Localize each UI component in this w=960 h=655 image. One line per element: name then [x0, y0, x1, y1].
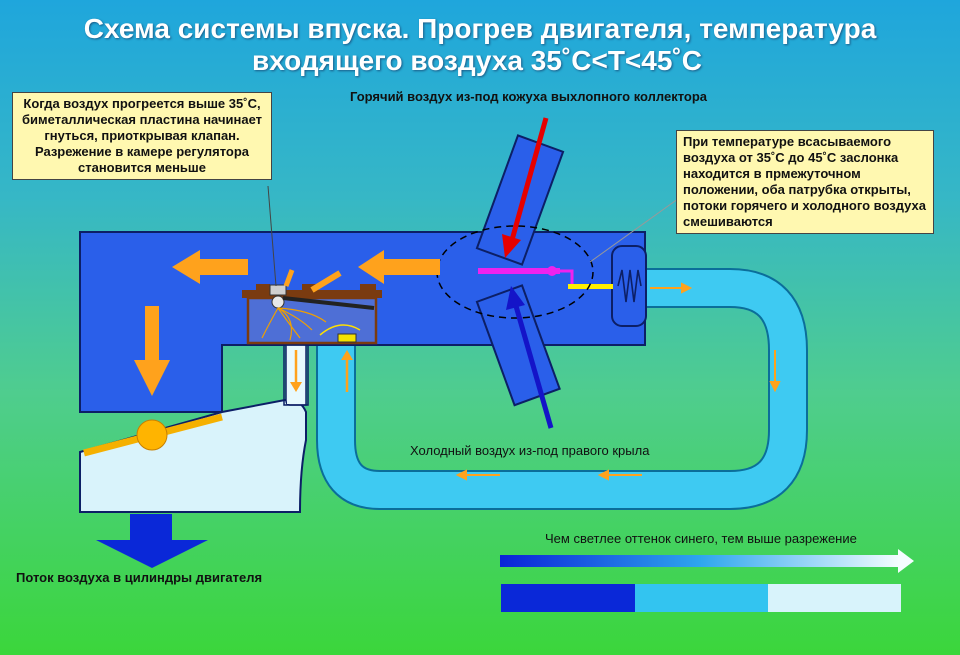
engine-flow-arrow [96, 514, 208, 568]
legend-swatch-mid [635, 584, 768, 612]
cold-air-arrow [506, 286, 554, 429]
air-damper-plate [478, 268, 560, 274]
cold-air-duct-fill [318, 270, 806, 508]
flow-arrow-vacuum-down [290, 350, 302, 392]
diagram-title-line-2: входящего воздуха 35˚С<T<45˚С [252, 45, 702, 76]
cold-air-inlet-pipe [475, 284, 561, 407]
vacuum-legend-label: Чем светлее оттенок синего, тем выше раз… [545, 531, 857, 546]
engine-flow-label: Поток воздуха в цилиндры двигателя [16, 570, 263, 585]
flow-arrows-cold-duct [455, 282, 781, 481]
hot-air-arrow [502, 117, 549, 258]
thermostat-spring-icon [617, 269, 642, 303]
damper-lever [556, 269, 574, 284]
damper-callout-line [589, 195, 683, 263]
legend-swatch-dark [501, 584, 635, 612]
flow-arrow-left-2 [358, 250, 440, 284]
diagram-title-line-1: Схема системы впуска. Прогрев двигателя,… [83, 13, 877, 44]
damper-pivot [547, 266, 557, 276]
flow-arrow-diagonal [283, 269, 342, 293]
damper-note: При температуре всасываемого воздуха от … [676, 130, 934, 234]
flow-arrow-down [134, 306, 170, 396]
vacuum-pipe-shell [283, 344, 309, 406]
flow-arrow-left-1 [172, 250, 248, 284]
cold-air-label: Холодный воздух из-под правого крыла [410, 443, 650, 458]
air-filter-lower-chamber [79, 398, 307, 513]
legend-swatch-light [768, 584, 901, 612]
vacuum-legend-swatches [501, 584, 901, 612]
vacuum-regulator [242, 284, 382, 345]
flow-arrow-vacuum-up [341, 350, 353, 392]
throttle-valve [83, 413, 223, 457]
vacuum-legend-arrow [500, 549, 914, 573]
bimetal-note: Когда воздух прогреется выше 35˚С, бимет… [12, 92, 272, 180]
bimetal-plate [282, 296, 375, 310]
bimetal-callout-line [267, 185, 277, 287]
hot-air-label: Горячий воздух из-под кожуха выхлопного … [350, 89, 708, 104]
thermostat-link-rod [568, 284, 613, 289]
